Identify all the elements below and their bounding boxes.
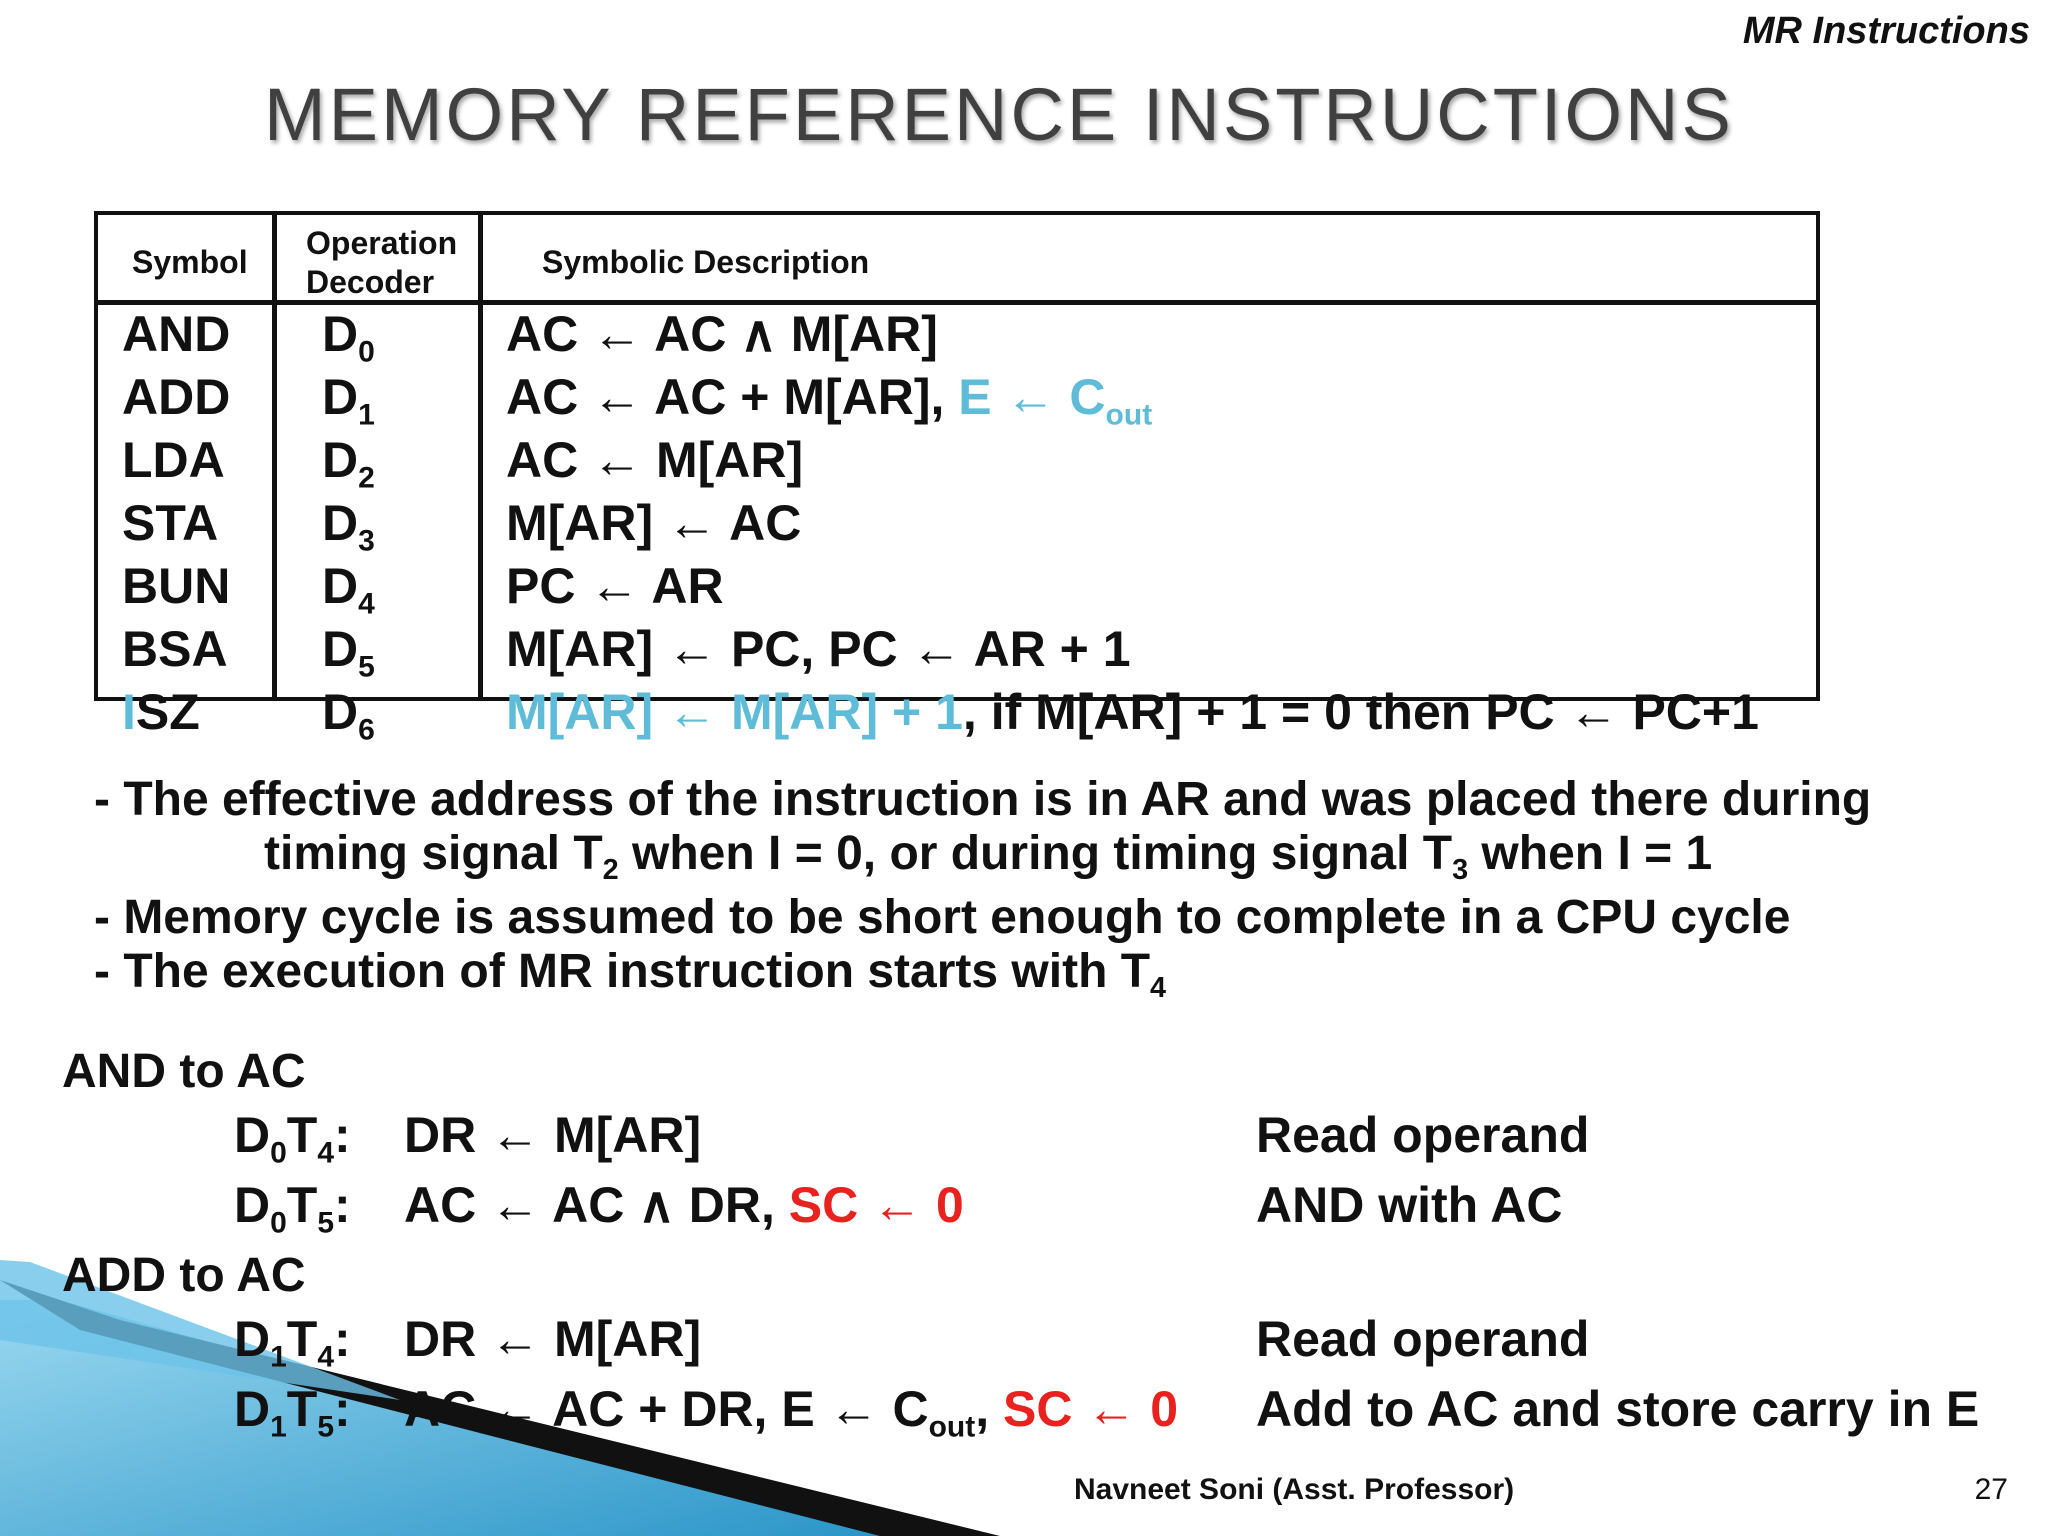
note-execution-start: - The execution of MR instruction starts…	[94, 945, 1167, 1005]
op-and-t4: DR ← M[AR]	[404, 1107, 702, 1163]
desc-isz-rest: , if M[AR] + 1 = 0 then PC ← PC+1	[962, 684, 1759, 740]
symbol-bun: BUN	[122, 558, 231, 614]
desc-and: AC ← AC ∧ M[AR]	[506, 306, 938, 362]
section-label: MR Instructions	[1742, 10, 2030, 52]
symbol-lda: LDA	[122, 432, 225, 488]
symbol-isz: ISZ	[122, 683, 200, 741]
decoder-d0: D0	[322, 306, 375, 369]
note-effective-address-line1: - The effective address of the instructi…	[94, 773, 1872, 826]
op-and-t5: AC ← AC ∧ DR, SC ← 0	[404, 1177, 964, 1233]
op-add-t5: AC ← AC + DR, E ← Cout, SC ← 0	[404, 1381, 1179, 1444]
header-symbol: Symbol	[132, 244, 248, 280]
note-effective-address-line2: timing signal T2 when I = 0, or during t…	[264, 827, 1713, 887]
comment-add-t4: Read operand	[1256, 1311, 1590, 1367]
comment-add-t5: Add to AC and store carry in E	[1256, 1381, 1980, 1437]
comment-and-t5: AND with AC	[1256, 1177, 1563, 1233]
heading-and-to-ac: AND to AC	[62, 1045, 306, 1098]
desc-add-carry: E ← Cout	[958, 369, 1153, 432]
symbol-bsa: BSA	[122, 621, 228, 677]
decoder-d1: D1	[322, 369, 375, 432]
decoder-d6: D6	[322, 684, 375, 747]
decoder-d3: D3	[322, 495, 375, 558]
table-col-divider-1	[272, 211, 277, 701]
header-decoder-line2: Decoder	[306, 264, 435, 300]
decorative-swoosh	[0, 1260, 1000, 1536]
symbol-isz-first: I	[122, 684, 136, 740]
label-d1t4: D1T4:	[234, 1311, 351, 1374]
symbol-and: AND	[122, 306, 231, 362]
desc-bun: PC ← AR	[506, 558, 724, 614]
footer-author: Navneet Soni (Asst. Professor)	[1074, 1473, 1515, 1506]
label-d0t5: D0T5:	[234, 1177, 351, 1240]
slide-title: MEMORY REFERENCE INSTRUCTIONS	[264, 73, 1734, 156]
symbol-isz-rest: SZ	[135, 684, 200, 740]
page-number: 27	[1974, 1473, 2008, 1506]
symbol-sta: STA	[122, 495, 219, 551]
label-d0t4: D0T4:	[234, 1107, 351, 1170]
table-col-divider-2	[478, 211, 483, 701]
op-add-t4: DR ← M[AR]	[404, 1311, 702, 1367]
decoder-d2: D2	[322, 432, 375, 495]
desc-lda: AC ← M[AR]	[506, 432, 804, 488]
header-decoder-line1: Operation	[306, 225, 458, 261]
label-d1t5: D1T5:	[234, 1381, 351, 1444]
desc-sta: M[AR] ← AC	[506, 495, 802, 551]
comment-and-t4: Read operand	[1256, 1107, 1590, 1163]
decoder-d4: D4	[322, 558, 375, 621]
table-header-divider	[94, 300, 1820, 305]
desc-bsa: M[AR] ← PC, PC ← AR + 1	[506, 621, 1131, 677]
symbol-add: ADD	[122, 369, 231, 425]
sc-clear-add: SC ← 0	[1003, 1381, 1179, 1437]
header-description: Symbolic Description	[542, 244, 870, 280]
desc-isz-highlight: M[AR] ← M[AR] + 1	[506, 684, 963, 740]
decoder-d5: D5	[322, 621, 375, 684]
desc-isz: M[AR] ← M[AR] + 1, if M[AR] + 1 = 0 then…	[506, 683, 1759, 741]
note-memory-cycle: - Memory cycle is assumed to be short en…	[94, 891, 1791, 944]
sc-clear-and: SC ← 0	[788, 1177, 964, 1233]
desc-add: AC ← AC + M[AR], E ← Cout	[506, 369, 1153, 432]
heading-add-to-ac: ADD to AC	[62, 1249, 306, 1302]
instruction-table	[94, 211, 1820, 701]
